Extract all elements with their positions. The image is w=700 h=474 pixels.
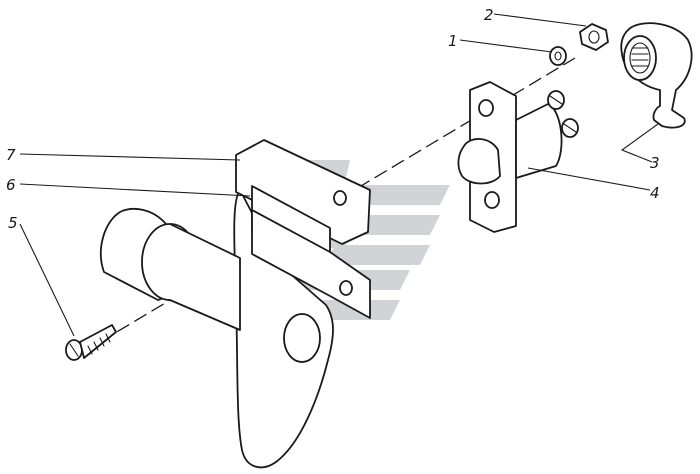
switch-terminal-top bbox=[547, 90, 565, 110]
nut bbox=[579, 23, 609, 51]
callout-1: 1 bbox=[448, 32, 458, 50]
switch bbox=[457, 81, 579, 233]
callouts: 1 2 3 4 5 6 7 bbox=[6, 6, 660, 232]
leader-3 bbox=[620, 123, 659, 163]
callout-2: 2 bbox=[484, 6, 494, 24]
bracket-tab bbox=[251, 209, 371, 319]
leader-5 bbox=[19, 223, 75, 337]
switch-terminal-bottom bbox=[561, 118, 579, 138]
leader-4 bbox=[527, 167, 651, 191]
washer bbox=[549, 46, 567, 66]
callout-4: 4 bbox=[650, 184, 660, 202]
leader-6 bbox=[19, 183, 251, 197]
leader-lines bbox=[19, 13, 659, 337]
cylinder-boss bbox=[100, 208, 241, 331]
leader-7 bbox=[19, 153, 241, 161]
rubber-boot bbox=[620, 22, 693, 129]
callout-7: 7 bbox=[6, 146, 16, 164]
screw bbox=[65, 324, 117, 361]
leader-2 bbox=[493, 13, 587, 27]
callout-6: 6 bbox=[6, 176, 16, 194]
leader-1 bbox=[459, 39, 553, 53]
callout-5: 5 bbox=[8, 214, 18, 232]
callout-3: 3 bbox=[650, 154, 660, 172]
